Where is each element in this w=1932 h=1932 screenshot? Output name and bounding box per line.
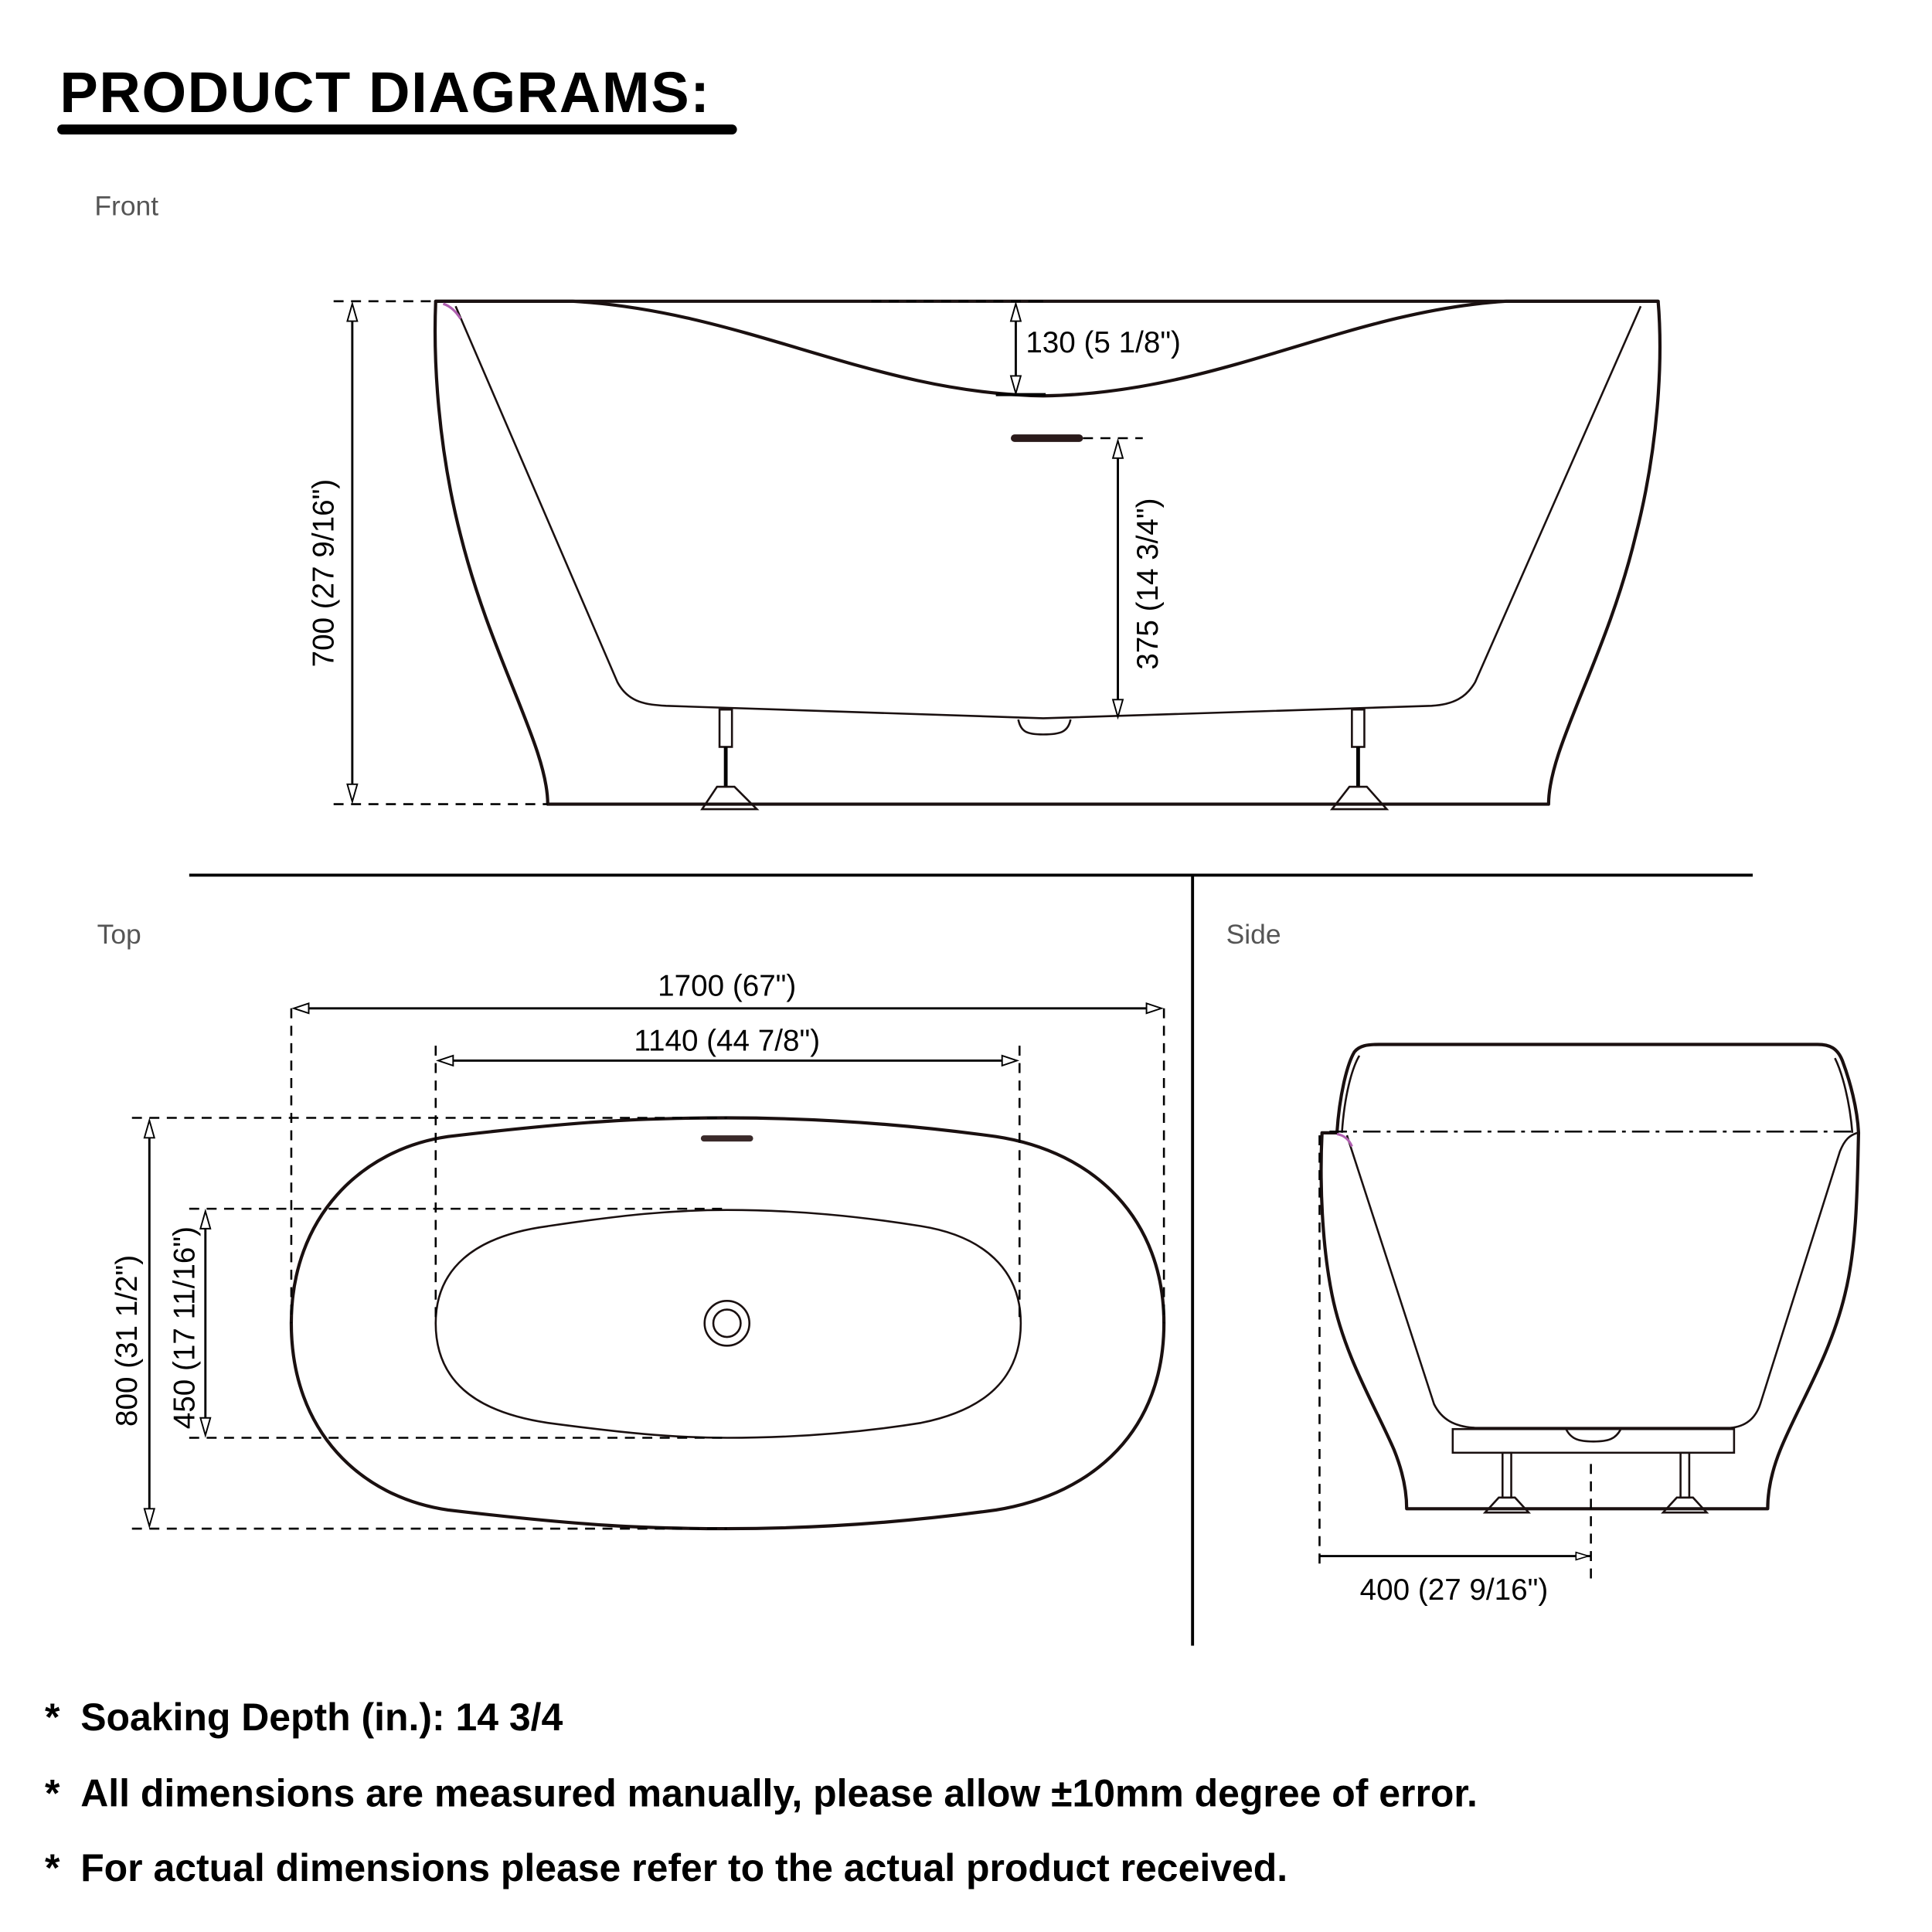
side-base-frame [1451, 1427, 1736, 1454]
side-outer-shell [1319, 1043, 1861, 1511]
note-bullet: * [45, 1696, 60, 1739]
note-text: For actual dimensions please refer to th… [80, 1846, 1287, 1889]
side-drain-icon [1565, 1428, 1622, 1443]
side-leg-right [1661, 1451, 1709, 1514]
front-overflow-icon [1010, 434, 1083, 442]
note-soaking-depth: * Soaking Depth (in.): 14 3/4 [45, 1696, 563, 1739]
note-text: All dimensions are measured manually, pl… [80, 1771, 1478, 1815]
front-view-label: Front [94, 191, 158, 222]
front-dip-label: 130 (5 1/8") [1026, 326, 1181, 359]
top-overflow-icon [700, 1135, 753, 1142]
top-inner-width-arrows [199, 1208, 212, 1438]
side-left-rim-edge [1341, 1055, 1361, 1133]
front-leg-left [700, 708, 760, 811]
side-corner-accent [1336, 1132, 1353, 1148]
top-length-label: 1700 (67") [658, 970, 796, 1003]
note-actual-product: * For actual dimensions please refer to … [45, 1846, 1287, 1889]
top-view-label: Top [97, 919, 141, 950]
top-drain-outer-icon [703, 1300, 751, 1347]
front-drain-icon [1017, 719, 1072, 736]
top-inner-length-label: 1140 (44 7/8") [634, 1025, 820, 1058]
front-leg-right [1329, 708, 1389, 811]
top-drain-inner-icon [712, 1308, 742, 1338]
top-width-label: 800 (31 1/2") [111, 1255, 144, 1427]
side-leg-left [1482, 1451, 1532, 1514]
top-outer-rim [289, 1116, 1166, 1531]
top-inner-basin [434, 1209, 1022, 1439]
front-outer-shell [433, 299, 1662, 806]
top-length-arrows [291, 1002, 1164, 1015]
note-bullet: * [45, 1846, 60, 1889]
top-inner-width-label: 450 (17 11/16") [168, 1226, 201, 1429]
note-measurement-error: * All dimensions are measured manually, … [45, 1771, 1478, 1815]
note-bullet: * [45, 1771, 60, 1815]
front-height-label: 700 (27 9/16") [308, 479, 341, 668]
front-depth-arrows [1111, 437, 1124, 720]
side-view-label: Side [1226, 919, 1281, 950]
side-inner-basin [1345, 1131, 1858, 1429]
front-corner-accent [442, 302, 462, 320]
note-text: Soaking Depth (in.): 14 3/4 [80, 1696, 563, 1739]
top-view: Top 1700 (67") 1140 (44 7/8") 800 (31 1/… [97, 919, 1166, 1531]
front-inner-basin [454, 305, 1642, 719]
top-inner-length-arrows [435, 1054, 1020, 1067]
side-view: Side 400 (27 9/16") [1226, 919, 1861, 1607]
front-dip-arrows [1009, 301, 1022, 396]
front-view: Front 700 (27 9/16") [94, 191, 1662, 811]
side-offset-arrow [1575, 1551, 1591, 1561]
side-offset-label: 400 (27 9/16") [1360, 1573, 1549, 1607]
front-height-arrows [346, 301, 359, 804]
page-header: PRODUCT DIAGRAMS: [57, 60, 737, 134]
side-right-rim-edge [1834, 1057, 1854, 1133]
page-title: PRODUCT DIAGRAMS: [60, 60, 710, 124]
notes-section: * Soaking Depth (in.): 14 3/4 * All dime… [45, 1696, 1478, 1889]
front-depth-label: 375 (14 3/4") [1131, 498, 1165, 670]
top-width-arrows [143, 1117, 156, 1529]
